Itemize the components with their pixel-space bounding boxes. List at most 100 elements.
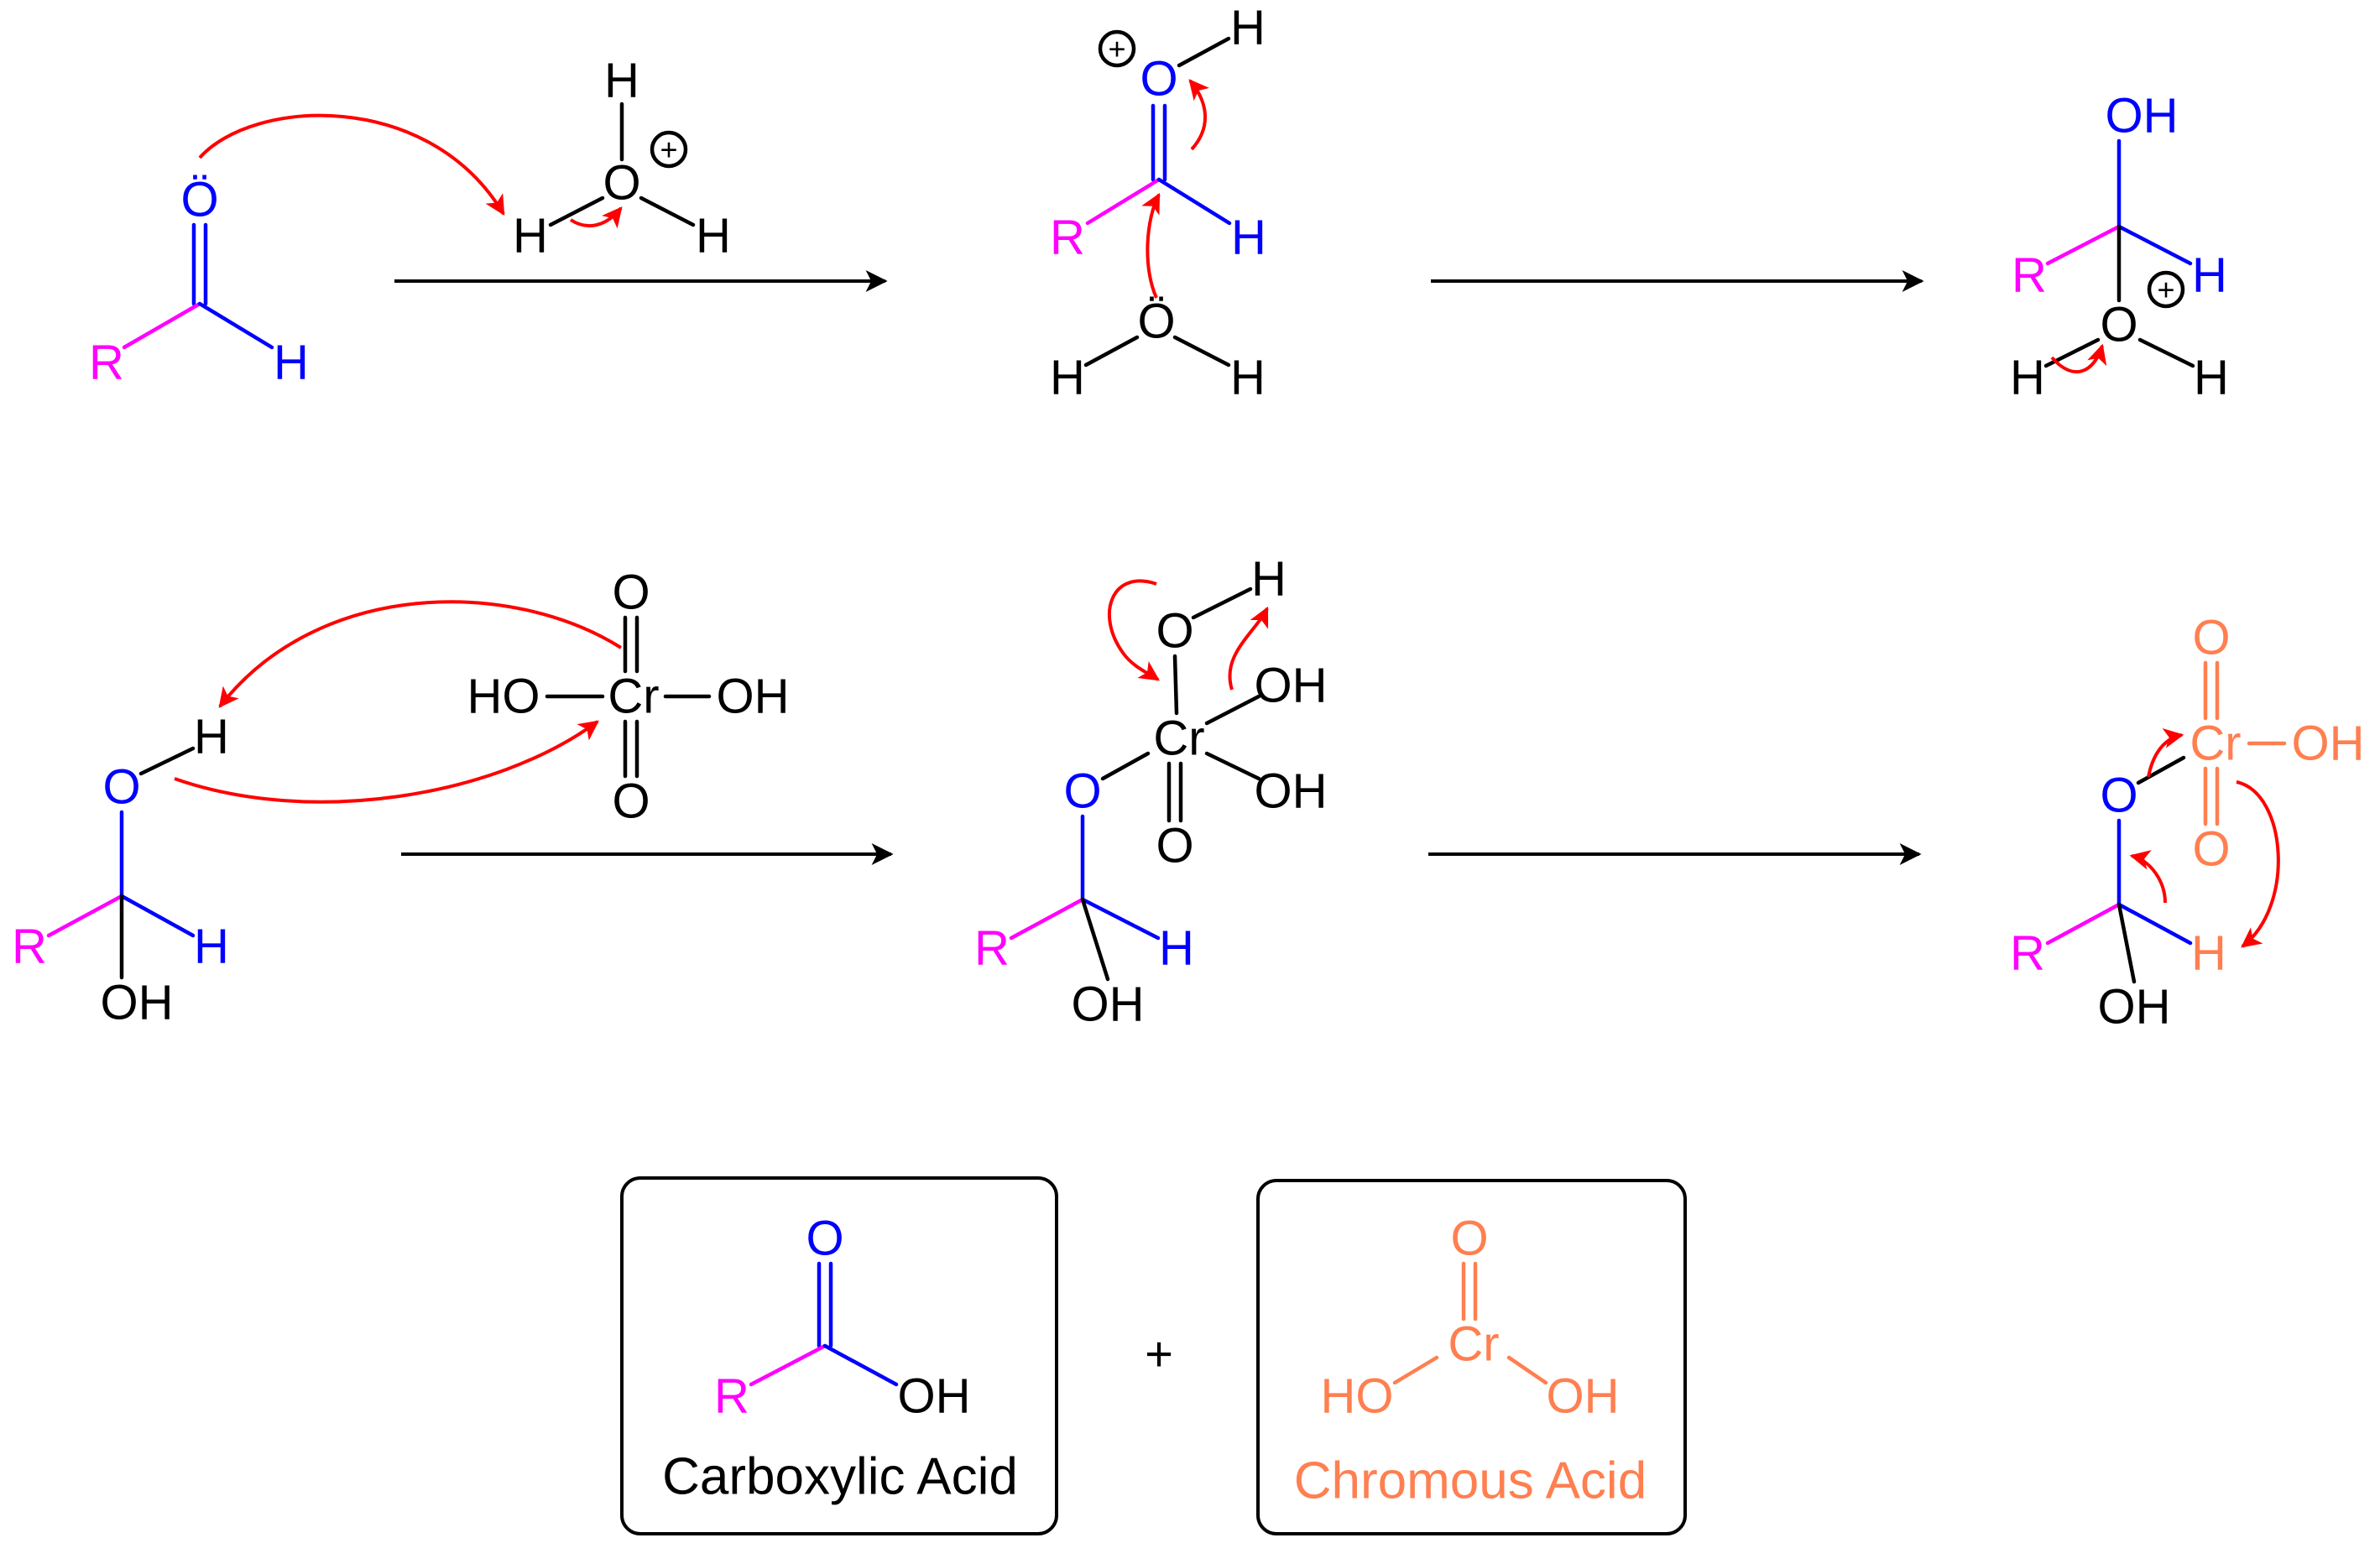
bond-line (1080, 897, 1161, 941)
positive-charge-icon: + (1098, 29, 1136, 68)
alkyl-group-r: R (714, 1369, 749, 1424)
chromous-acid-caption: Chromous Acid (1294, 1452, 1647, 1510)
bond-line (1191, 586, 1253, 620)
chromium-atom: Cr (1153, 712, 1204, 766)
bond-line (1009, 897, 1085, 941)
positive-charge-icon: + (2147, 270, 2185, 309)
hydroxyl-group: OH (1072, 977, 1145, 1032)
carbon-hydrogen: H (2192, 248, 2227, 303)
hydronium-oxygen: O (603, 156, 640, 211)
electron-arrow (198, 113, 505, 216)
electron-pushing-arrows (174, 79, 2280, 948)
chromic-acid: O HO Cr OH O (467, 566, 790, 829)
electron-arrow (2236, 780, 2280, 948)
chromous-acid-product: O Cr HO OH Chromous Acid (1294, 1212, 1647, 1510)
reaction-arrows (394, 270, 1924, 865)
positive-charge-sign: + (1108, 32, 1125, 66)
electron-arrow (569, 206, 623, 229)
electron-arrow (2147, 728, 2184, 778)
electron-arrow (1188, 79, 1210, 151)
aldehyde-hydrate: H O R H OH (12, 710, 229, 1030)
water-h-left: H (1050, 351, 1085, 405)
protonated-hydrate: OH R H O + H H (2010, 89, 2229, 405)
ester-oxygen: O (2100, 769, 2137, 823)
chromium-atom: Cr (2189, 717, 2241, 771)
bond-line (2045, 902, 2122, 946)
bond-line (46, 894, 124, 938)
chromium-hydroxyl-oxygen: O (1156, 604, 1193, 659)
water-molecule: Ö H H (1050, 295, 1266, 405)
electron-arrow (1228, 606, 1269, 691)
hydronium-h-right: H (696, 209, 731, 263)
alkyl-group-r: R (12, 920, 47, 974)
aldehyde-molecule: Ö R H (89, 173, 309, 390)
carbonyl-hydrogen: H (1231, 211, 1266, 265)
bond-line (122, 301, 202, 350)
bond-line (1172, 335, 1231, 368)
bond-line (822, 1343, 899, 1387)
oxonium-oxygen: O (2100, 298, 2137, 352)
alkyl-group-r: R (1050, 211, 1085, 265)
electron-arrow (174, 720, 599, 804)
chromate-ester-elimination: O Cr OH O O R H OH (2010, 611, 2364, 1035)
positive-charge-sign: + (2157, 273, 2174, 307)
oxonium-h-left: H (2010, 351, 2045, 405)
water-h-right: H (1230, 351, 1266, 405)
chromium-hydroxyl-right: OH (1547, 1369, 1620, 1424)
alkyl-group-r: R (89, 336, 124, 390)
chromium-oxo: O (1450, 1212, 1488, 1266)
hydronium-ion: H O H H + (513, 54, 731, 263)
chromium-oxo-top: O (612, 566, 650, 620)
carbon-hydrogen: H (1159, 921, 1194, 976)
chromium-oxo-top: O (2192, 611, 2230, 665)
chromium-hydroxyl-right: OH (717, 670, 790, 724)
carboxylic-acid-product: O R OH Carboxylic Acid (662, 1212, 1018, 1506)
ester-oxygen: O (1063, 764, 1101, 819)
chromium-hydroxyl: OH (2292, 717, 2365, 771)
electron-arrow (1141, 192, 1161, 299)
electron-arrow (1108, 579, 1160, 681)
bond-line (2116, 902, 2137, 984)
protonated-aldehyde: + O H R H (1050, 1, 1266, 265)
oxonium-h-right: H (2194, 351, 2229, 405)
chromium-oxo: O (1156, 819, 1193, 873)
carbon-hydrogen: H (2191, 926, 2226, 981)
hydroxyl-group: OH (2098, 980, 2171, 1035)
alkyl-group-r: R (2010, 926, 2045, 981)
bond-line (2116, 224, 2193, 266)
bond-line (1392, 1355, 1439, 1385)
bond-line (197, 301, 274, 350)
bond-line (749, 1343, 827, 1387)
chromium-hydroxyl-left: HO (1321, 1369, 1394, 1424)
hydrate-oxygen: O (102, 760, 140, 815)
chromium-oxo-bottom: O (2192, 822, 2230, 877)
hydroxyl-group: OH (898, 1369, 971, 1424)
hydroxyl-group: OH (101, 976, 174, 1030)
electron-arrow (2050, 343, 2107, 374)
bond-line (1156, 177, 1232, 226)
bond-line (1083, 335, 1140, 368)
carboxylic-acid-box (620, 1176, 1058, 1535)
alkyl-group-r: R (974, 921, 1010, 976)
bond-line (1080, 897, 1110, 982)
bond-line (2116, 902, 2193, 946)
bond-line (1100, 751, 1151, 781)
carbonyl-oxygen-lone-pairs: Ö (180, 173, 218, 227)
bond-line (548, 195, 605, 227)
aldehyde-hydrogen: H (274, 336, 309, 390)
plus-sign: + (1145, 1327, 1173, 1382)
chromium-atom: Cr (1448, 1317, 1499, 1372)
bond-line (2045, 224, 2122, 266)
bond-line (1085, 177, 1161, 226)
bond-lines (46, 36, 2287, 1387)
carbonyl-oxygen: O (806, 1212, 843, 1266)
electron-arrow (218, 600, 623, 708)
bond-line (2136, 755, 2186, 785)
chromium-hydroxyl-2: OH (1255, 764, 1328, 819)
chromium-atom: Cr (608, 670, 659, 724)
chromous-acid-box (1256, 1179, 1687, 1535)
oxonium-oxygen: O (1140, 52, 1177, 107)
hydronium-h-top: H (604, 54, 639, 108)
bond-line (1506, 1355, 1548, 1385)
bond-line (1177, 36, 1231, 68)
